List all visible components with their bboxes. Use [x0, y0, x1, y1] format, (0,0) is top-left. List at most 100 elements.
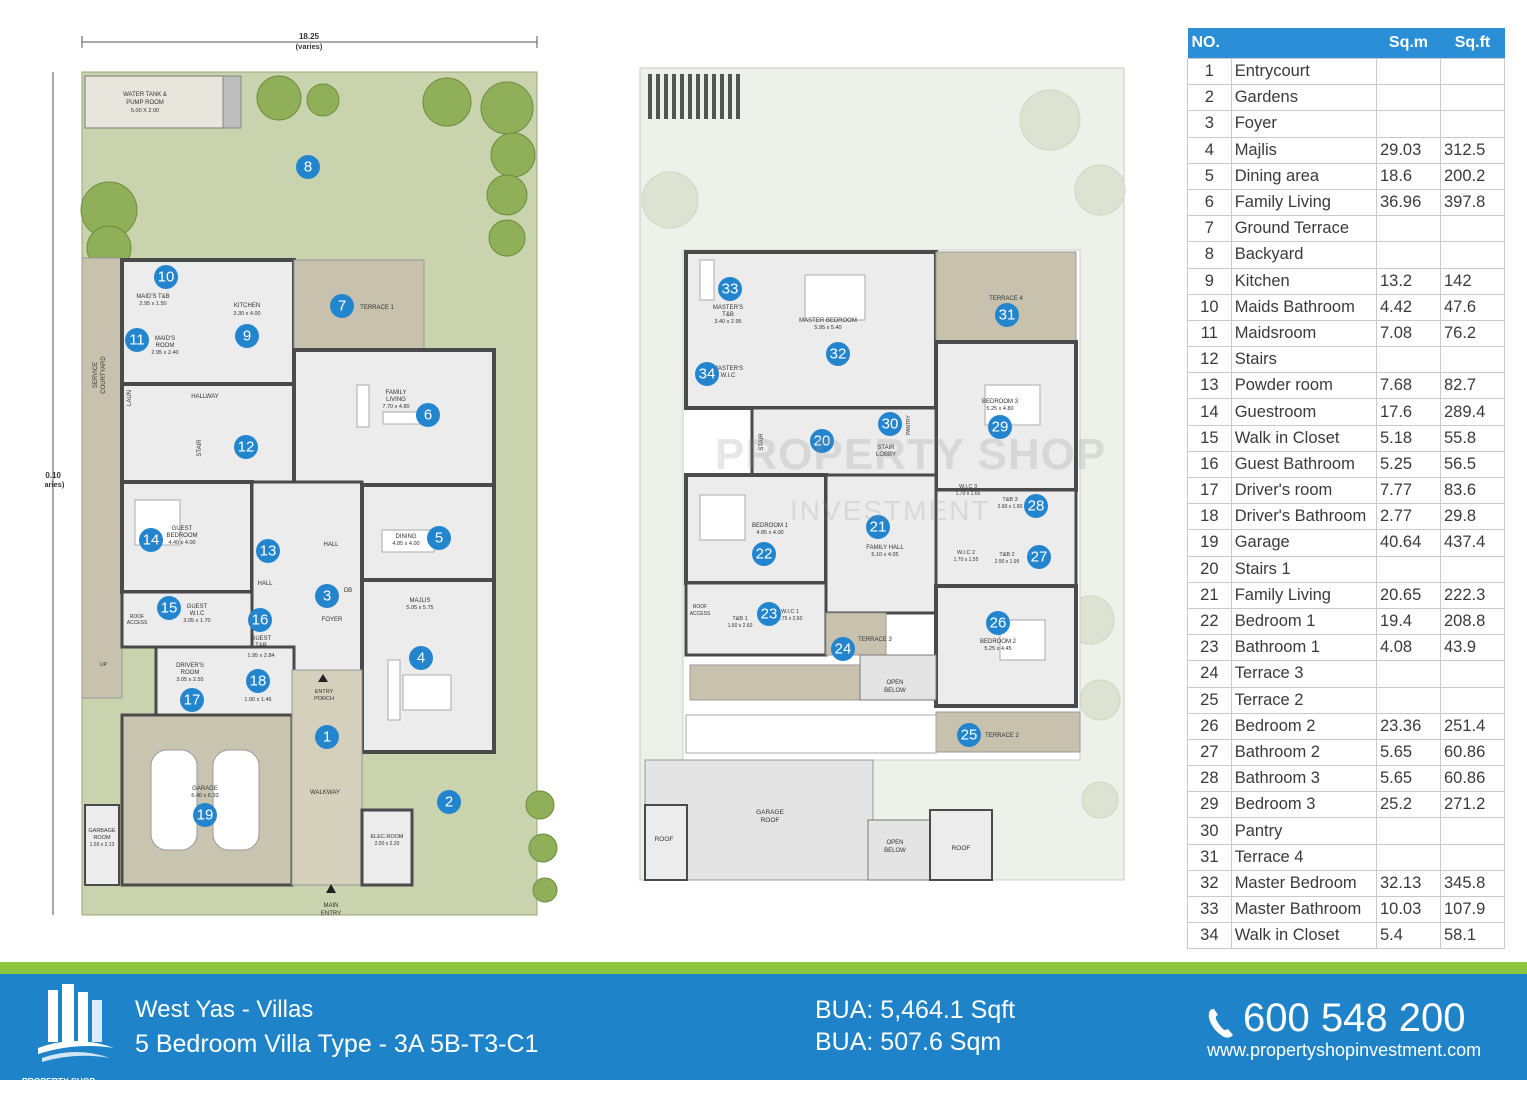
- height-dimension-note: (varies): [45, 480, 65, 489]
- bedroom-2-dimension: 5.25 x 4.45: [984, 646, 1011, 652]
- table-cell-name: Pantry: [1230, 817, 1377, 845]
- bedroom-1-label: BEDROOM 1: [752, 523, 789, 529]
- room-badge-34: 34: [695, 362, 719, 386]
- table-cell-name: Family Living: [1230, 581, 1377, 609]
- table-cell-sqft: 289.4: [1439, 398, 1506, 426]
- table-cell-sqft: 56.5: [1439, 450, 1506, 479]
- garage-roof-label: GARAGE: [756, 809, 784, 816]
- table-cell-sqft: 60.86: [1439, 765, 1506, 793]
- family-hall-dimension: 5.10 x 4.05: [871, 552, 898, 558]
- table-cell-sqm: 17.6: [1375, 398, 1441, 426]
- table-cell-no: 33: [1187, 895, 1232, 924]
- room-badge-25: 25: [957, 723, 981, 747]
- table-cell-no: 20: [1187, 555, 1232, 583]
- table-cell-name: Maids Bathroom: [1230, 293, 1377, 321]
- table-cell-sqft: 43.9: [1439, 634, 1506, 662]
- watermark-subtext: INVESTMENT: [790, 495, 991, 526]
- room-badge-30: 30: [878, 412, 902, 436]
- table-cell-sqm: 19.4: [1375, 607, 1441, 636]
- logo-subtext: INVESTMENT: [38, 1089, 84, 1096]
- table-cell-sqm: 23.36: [1375, 712, 1441, 740]
- svg-text:25: 25: [961, 727, 978, 744]
- drivers-room-dimension: 3.05 x 2.55: [176, 677, 203, 683]
- room-badge-18: 18: [246, 669, 270, 693]
- drivers-room-label-2: ROOM: [181, 670, 200, 676]
- table-cell-no: 5: [1187, 162, 1232, 190]
- table-cell-no: 2: [1187, 84, 1232, 112]
- table-cell-name: Backyard: [1230, 241, 1377, 269]
- table-cell-sqm: 29.03: [1375, 136, 1441, 164]
- room-badge-2: 2: [437, 790, 461, 814]
- garage-label: GARAGE: [192, 786, 218, 792]
- table-cell-sqm: 5.4: [1375, 922, 1441, 950]
- website-link[interactable]: www.propertyshopinvestment.com: [1207, 1040, 1482, 1060]
- table-cell-sqm: [1375, 215, 1441, 243]
- guest-wic-label-2: W.I.C: [190, 611, 205, 617]
- roof-access-label-2: ACCESS: [127, 620, 148, 626]
- roof-right: [929, 809, 993, 881]
- table-cell-sqm: 7.68: [1375, 372, 1441, 400]
- room-badge-29: 29: [988, 415, 1012, 439]
- bua-sqft: BUA: 5,464.1 Sqft: [815, 996, 1016, 1024]
- table-cell-no: 17: [1187, 476, 1232, 505]
- family-living-label-2: LIVING: [386, 397, 406, 403]
- table-cell-sqft: [1439, 686, 1506, 714]
- svg-text:10: 10: [158, 269, 175, 286]
- svg-text:18: 18: [250, 673, 267, 690]
- main-entry-label-2: ENTRY: [321, 911, 341, 917]
- table-cell-sqm: 5.65: [1375, 765, 1441, 793]
- guest-wic-label: GUEST: [187, 604, 208, 610]
- table-cell-sqm: [1375, 686, 1441, 714]
- pergola: [685, 714, 937, 754]
- stair-lobby-label: STAIR: [877, 445, 895, 451]
- tb-1-dimension: 1.60 x 2.60: [728, 623, 753, 629]
- room-badge-24: 24: [831, 637, 855, 661]
- masters-wic-label: MASTER'S: [713, 366, 743, 372]
- table-cell-sqm: [1375, 817, 1441, 845]
- wic-3-dimension: 1.70 x 1.65: [956, 491, 981, 497]
- svg-text:31: 31: [999, 307, 1016, 324]
- table-cell-sqft: 82.7: [1439, 372, 1506, 400]
- table-header-sqft: Sq.ft: [1440, 28, 1505, 59]
- majlis-dimension: 5.05 x 5.75: [406, 605, 433, 611]
- svg-text:6: 6: [424, 407, 432, 424]
- kitchen-dimension: 3.30 x 4.00: [233, 311, 260, 317]
- table-cell-no: 15: [1187, 424, 1232, 452]
- table-cell-sqft: 107.9: [1439, 895, 1506, 924]
- terrace-3-deck: [689, 664, 861, 701]
- dining-label: DINING: [396, 534, 417, 540]
- table-cell-name: Driver's room: [1230, 476, 1377, 505]
- room-badge-6: 6: [416, 403, 440, 427]
- table-cell-sqm: 25.2: [1375, 791, 1441, 819]
- majlis-label: MAJLIS: [409, 598, 430, 604]
- roof-left: [644, 804, 688, 881]
- svg-text:9: 9: [243, 328, 251, 345]
- table-cell-name: Entrycourt: [1230, 57, 1377, 86]
- table-cell-no: 34: [1187, 922, 1232, 950]
- table-cell-sqft: 83.6: [1439, 476, 1506, 505]
- table-cell-name: Bedroom 2: [1230, 712, 1377, 740]
- phone-number[interactable]: 600 548 200: [1243, 996, 1466, 1040]
- tb-3-dimension: 2.90 x 1.90: [998, 504, 1023, 510]
- room-badge-28: 28: [1024, 494, 1048, 518]
- room-badge-14: 14: [139, 528, 163, 552]
- table-cell-sqm: [1375, 241, 1441, 269]
- walkway-label: WALKWAY: [310, 790, 340, 796]
- svg-text:16: 16: [252, 612, 269, 629]
- table-cell-sqm: 5.25: [1375, 450, 1441, 479]
- pantry-label: PANTRY: [906, 414, 912, 434]
- table-cell-no: 19: [1187, 529, 1232, 557]
- table-cell-no: 6: [1187, 188, 1232, 217]
- table-cell-name: Garage: [1230, 529, 1377, 557]
- svg-text:4: 4: [417, 650, 425, 667]
